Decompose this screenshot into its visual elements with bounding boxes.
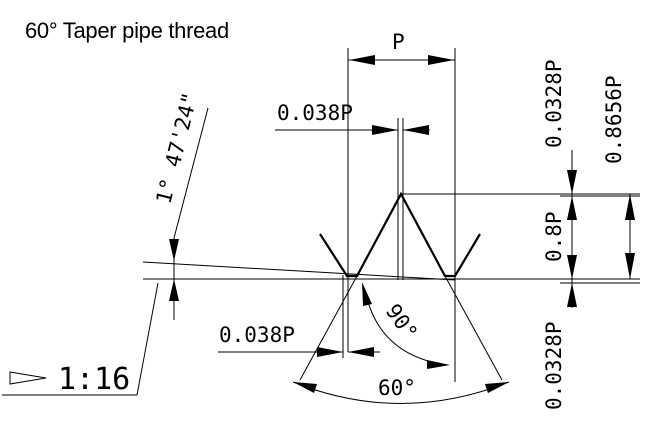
taper-angle-arrow-bottom [169, 279, 179, 301]
crest-flat-arrow-left [372, 125, 398, 135]
diagram-title: 60° Taper pipe thread [25, 18, 229, 43]
flank-ext-right [444, 275, 503, 381]
full-height-label: 0.8656P [602, 75, 626, 164]
angle-60-arrow-left [293, 382, 317, 393]
pitch-label: P [392, 30, 405, 54]
taper-ratio-leader [136, 282, 159, 396]
taper-angle-leader [173, 107, 209, 239]
taper-angle-arrow-top [169, 239, 179, 261]
flank-ext-left [299, 275, 358, 381]
pitch-arrow-right [428, 55, 454, 65]
crest-trunc-arrow [567, 170, 577, 194]
taper-line [142, 261, 456, 281]
angle-90-arrow-bottom [427, 360, 450, 369]
crest-flat-arrow-right [403, 125, 429, 135]
taper-triangle-icon [9, 371, 47, 385]
thread-profile [319, 191, 481, 278]
root-flat-arrow-left [317, 347, 343, 357]
taper-ratio-label: 1:16 [58, 362, 130, 397]
full-height-arrow-bottom [625, 253, 635, 279]
angle-90-arrow-top [362, 282, 372, 306]
root-flat-arrow-right [348, 347, 374, 357]
pitch-arrow-left [349, 55, 375, 65]
root-trunc-label: 0.0328P [542, 321, 566, 410]
thread-height-label: 0.8P [542, 211, 566, 262]
root-flat-label: 0.038P [219, 323, 295, 347]
crest-flat-label: 0.038P [277, 101, 353, 125]
taper-angle-label: 1° 47'24" [152, 90, 203, 206]
crest-trunc-label: 0.0328P [542, 59, 566, 148]
root-trunc-arrow [567, 283, 577, 307]
angle-60-label: 60° [378, 376, 416, 400]
full-height-arrow-top [625, 194, 635, 220]
thread-height-arrow-top [567, 196, 577, 220]
thread-height-arrow-bottom [567, 255, 577, 279]
angle-60-arc [292, 381, 510, 404]
angle-90-label: 90° [381, 300, 422, 345]
angle-60-arrow-right [485, 382, 509, 393]
